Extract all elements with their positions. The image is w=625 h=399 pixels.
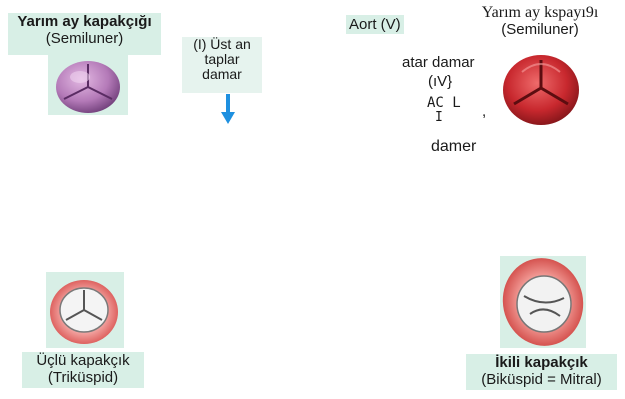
artery-line-3: AC L xyxy=(427,95,461,111)
semilunar-title-right: Yarım ay kspayı9ı xyxy=(481,4,599,21)
artery-line-4: I xyxy=(435,110,443,125)
semilunar-subtitle-right: (Semiluner) xyxy=(501,21,579,38)
bottom-right-label: İkili kapakçık (Biküspid = Mitral) xyxy=(466,354,617,390)
aort-label: Aort (V) xyxy=(346,15,404,34)
pulmonary-line-2: taplar xyxy=(204,51,240,67)
top-right-label: Yarım ay kspayı9ı (Semiluner) xyxy=(452,4,625,38)
tricuspid-subtitle: (Triküspid) xyxy=(47,369,119,386)
artery-line-2: (ıV} xyxy=(428,73,453,90)
pulmonary-line-1: (I) Üst an xyxy=(193,36,251,52)
artery-line-5: damer xyxy=(431,138,477,155)
artery-tick: , xyxy=(482,103,487,120)
down-arrow-icon xyxy=(221,94,235,126)
artery-line-1: atar damar xyxy=(402,54,475,71)
semilunar-title-left: Yarım ay kapakçığı xyxy=(17,13,152,30)
purple-valve-image xyxy=(48,55,128,115)
tricuspid-valve-image xyxy=(46,272,124,348)
pulmonary-artery-label: (I) Üst an taplar damar xyxy=(182,37,262,93)
mitral-valve-image xyxy=(500,256,586,348)
bottom-left-label: Üçlü kapakçık (Triküspid) xyxy=(22,352,144,388)
red-semilunar-valve-image xyxy=(500,52,582,128)
mitral-title: İkili kapakçık xyxy=(495,354,588,371)
top-left-label-box: Yarım ay kapakçığı (Semiluner) xyxy=(8,13,161,55)
semilunar-subtitle-left: (Semiluner) xyxy=(45,30,124,47)
mitral-subtitle: (Biküspid = Mitral) xyxy=(481,371,602,388)
pulmonary-line-3: damar xyxy=(202,66,242,82)
tricuspid-title: Üçlü kapakçık xyxy=(36,352,130,369)
